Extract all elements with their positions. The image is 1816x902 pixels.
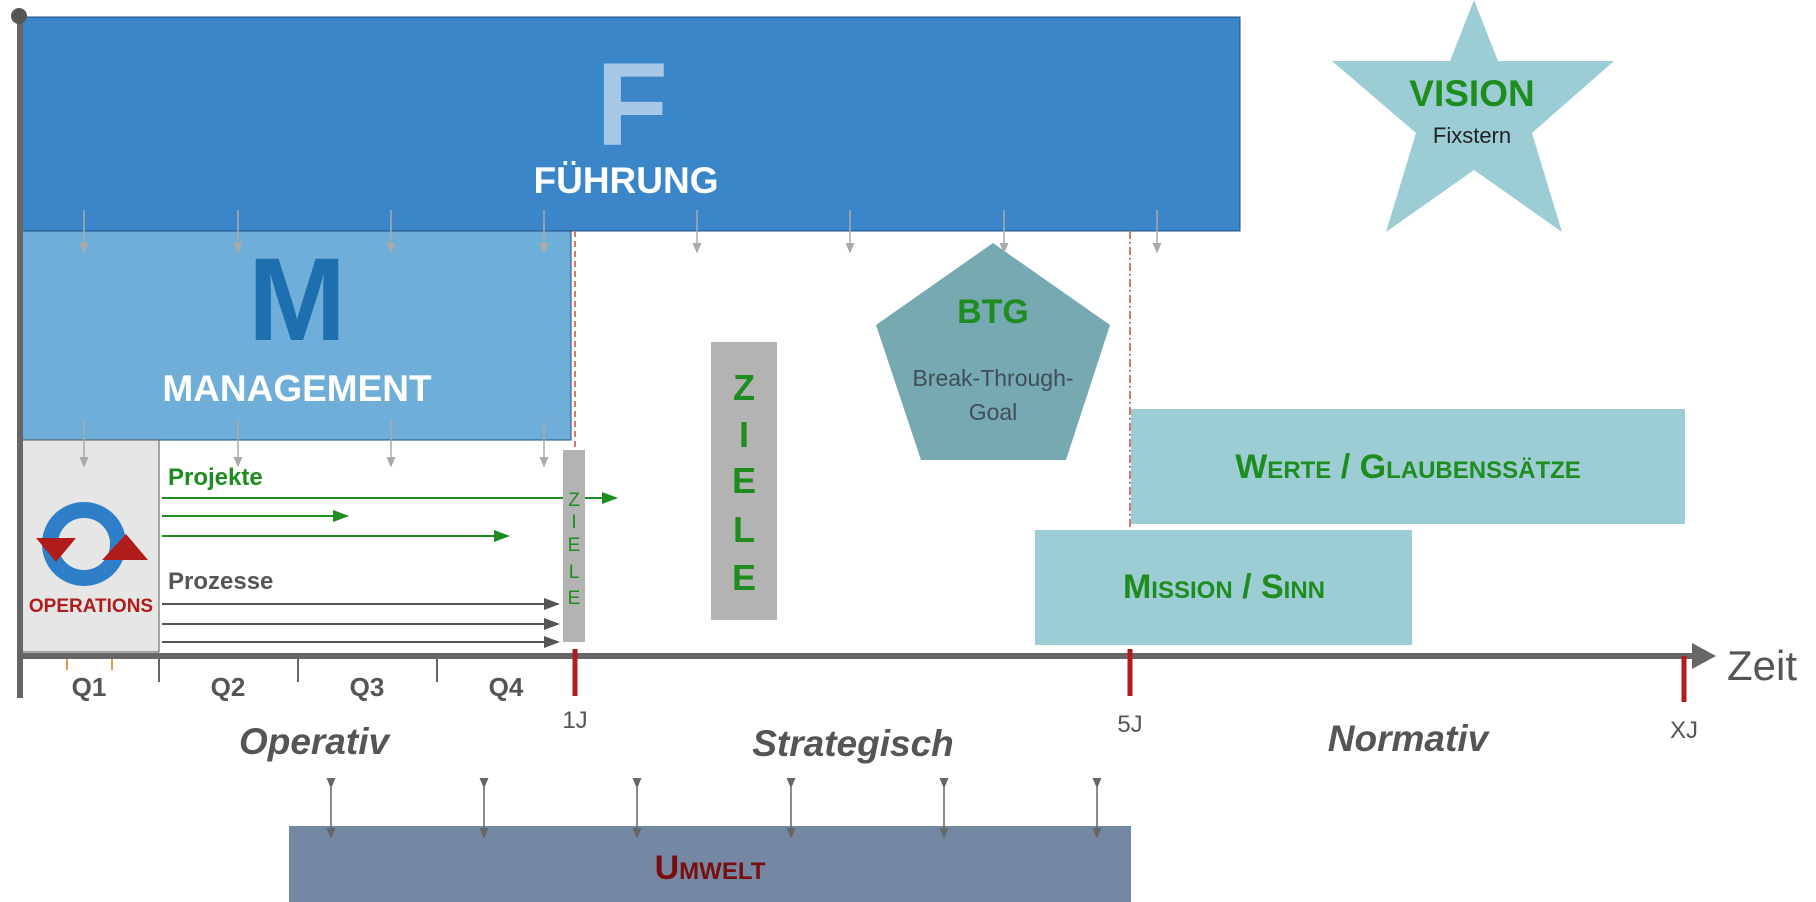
axis-label: Zeit [1727,642,1797,689]
level-strategisch: Strategisch [752,723,954,764]
ziele-large-letter: E [732,460,756,501]
operations-label: OPERATIONS [29,596,153,617]
vision-subtitle: Fixstern [1433,123,1511,148]
ziele-small-letter: E [568,588,581,609]
quarter-label: Q3 [350,672,385,702]
ziele-small-letter: E [568,535,581,556]
umwelt-arrows [326,778,1102,839]
btg-line2: Goal [969,399,1018,425]
ziele-large-letter: Z [733,367,755,408]
quarter-label: Q1 [72,672,107,702]
btg-title: BTG [957,293,1029,331]
time-axis: Zeit Q1 Q2 Q3 Q4 1J 5J XJ [11,8,1797,744]
processes-group: Prozesse [162,568,560,648]
prozesse-label: Prozesse [168,568,273,595]
marker-label: 5J [1117,711,1142,738]
ziele-small-letter: Z [568,490,580,511]
influence-arrows [79,210,1162,468]
marker-label: XJ [1670,717,1698,744]
werte-label: Werte / Glaubenssätze [1235,448,1581,486]
ziele-large-letter: E [732,557,756,598]
umwelt-label: Umwelt [655,849,766,887]
marker-label: 1J [562,707,587,734]
ziele-small-letter: I [571,512,576,533]
btg-pentagon: BTG Break-Through- Goal [876,243,1110,460]
management-letter: M [248,234,346,366]
vision-star: VISION Fixstern [1332,0,1614,232]
fuehrung-label: FÜHRUNG [534,160,719,201]
cycle-icon [36,502,148,586]
projekte-label: Projekte [168,464,263,491]
umwelt-box: Umwelt [289,826,1131,902]
vision-title: VISION [1409,73,1534,114]
fuehrung-letter: F [596,39,668,171]
werte-box: Werte / Glaubenssätze [1131,409,1685,524]
quarter-label: Q2 [211,672,246,702]
btg-line1: Break-Through- [912,365,1073,391]
operations-block: OPERATIONS [21,439,160,653]
ziele-large-letter: L [733,509,755,550]
ziele-small-letter: L [569,562,580,583]
management-block: M MANAGEMENT [21,230,572,441]
ziele-large-letter: I [739,414,749,455]
projects-group: Projekte [162,464,618,542]
level-normativ: Normativ [1328,718,1491,759]
fuehrung-block: F FÜHRUNG [21,16,1241,232]
quarter-label: Q4 [489,672,524,702]
ziele-small-bar: Z I E L E [563,450,585,642]
management-label: MANAGEMENT [162,368,432,409]
ziele-large-bar: Z I E L E [711,342,777,620]
mission-label: Mission / Sinn [1123,568,1325,606]
mission-box: Mission / Sinn [1035,530,1412,645]
level-operativ: Operativ [239,721,392,762]
